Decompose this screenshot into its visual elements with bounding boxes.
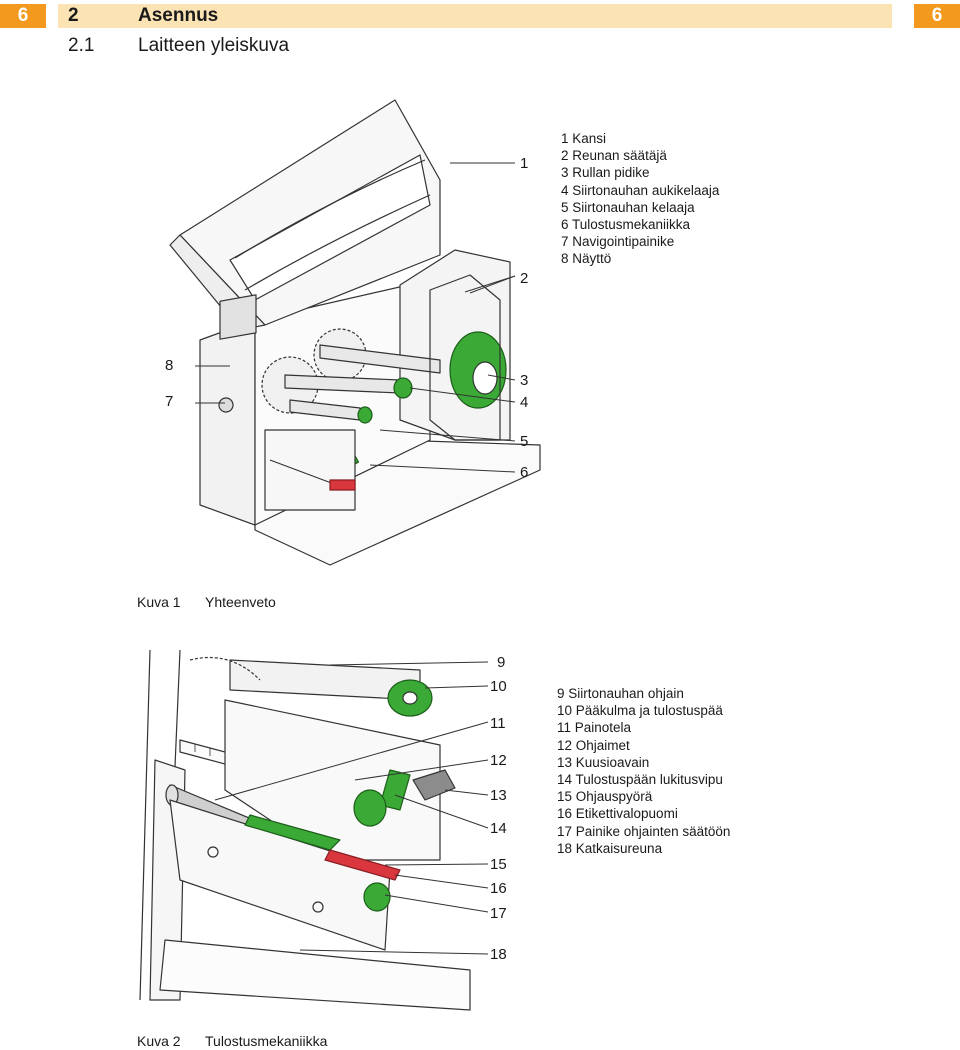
- chapter-number: 2: [68, 5, 79, 26]
- callout-6: 6: [520, 464, 529, 481]
- page-number-right: 6: [914, 4, 960, 28]
- figure1-caption-text: Yhteenveto: [205, 594, 276, 610]
- callout-7: 7: [165, 393, 174, 410]
- figure1-legend: 1 Kansi 2 Reunan säätäjä 3 Rullan pidike…: [561, 130, 719, 268]
- callout-4: 4: [520, 394, 529, 411]
- legend-item: 7 Navigointipainike: [561, 234, 675, 250]
- legend-item: 18 Katkaisureuna: [557, 840, 663, 856]
- callout-5: 5: [520, 433, 529, 450]
- legend-item: 12 Ohjaimet: [557, 737, 630, 753]
- callout-3: 3: [520, 372, 529, 389]
- printer-overview-illustration: [169, 99, 541, 566]
- callout-8: 8: [165, 357, 174, 374]
- callout-15: 15: [490, 856, 507, 873]
- legend-item: 4 Siirtonauhan aukikelaaja: [561, 182, 720, 198]
- callout-11: 11: [490, 715, 506, 732]
- legend-item: 8 Näyttö: [561, 251, 612, 267]
- figure2-caption-text: Tulostusmekaniikka: [205, 1033, 328, 1049]
- callout-1: 1: [520, 155, 529, 172]
- section-title: Laitteen yleiskuva: [138, 35, 290, 56]
- chapter-title: Asennus: [138, 5, 219, 26]
- callout-12: 12: [490, 752, 507, 769]
- figure2-caption-label: Kuva 2: [137, 1033, 181, 1049]
- legend-item: 5 Siirtonauhan kelaaja: [561, 199, 695, 215]
- legend-item: 15 Ohjauspyörä: [557, 789, 653, 805]
- legend-item: 2 Reunan säätäjä: [561, 148, 667, 164]
- callout-18: 18: [490, 946, 507, 963]
- legend-item: 1 Kansi: [561, 131, 607, 146]
- callout-9: 9: [497, 654, 506, 671]
- legend-item: 10 Pääkulma ja tulostuspää: [557, 703, 723, 719]
- legend-item: 3 Rullan pidike: [561, 165, 650, 181]
- callout-14: 14: [490, 820, 507, 837]
- legend-item: 13 Kuusioavain: [557, 754, 650, 770]
- figure1-caption-label: Kuva 1: [137, 594, 181, 610]
- page-header: 6 2 Asennus 6: [0, 4, 960, 28]
- callout-16: 16: [490, 880, 507, 897]
- section-number: 2.1: [68, 35, 95, 56]
- print-mechanism-illustration: [139, 649, 489, 1011]
- chapter-heading: 2 Asennus: [58, 4, 892, 28]
- figure2-legend: 9 Siirtonauhan ohjain 10 Pääkulma ja tul…: [557, 685, 730, 857]
- callout-10: 10: [490, 678, 507, 695]
- legend-item: 6 Tulostusmekaniikka: [561, 217, 691, 233]
- legend-item: 16 Etikettivalopuomi: [557, 806, 678, 822]
- legend-item: 11 Painotela: [557, 720, 632, 736]
- page-number-left: 6: [0, 4, 46, 28]
- legend-item: 17 Painike ohjainten säätöön: [557, 823, 731, 839]
- callout-2: 2: [520, 270, 529, 287]
- callout-13: 13: [490, 787, 507, 804]
- legend-item: 14 Tulostuspään lukitusvipu: [557, 772, 723, 788]
- callout-17: 17: [490, 905, 507, 922]
- legend-item: 9 Siirtonauhan ohjain: [557, 686, 684, 701]
